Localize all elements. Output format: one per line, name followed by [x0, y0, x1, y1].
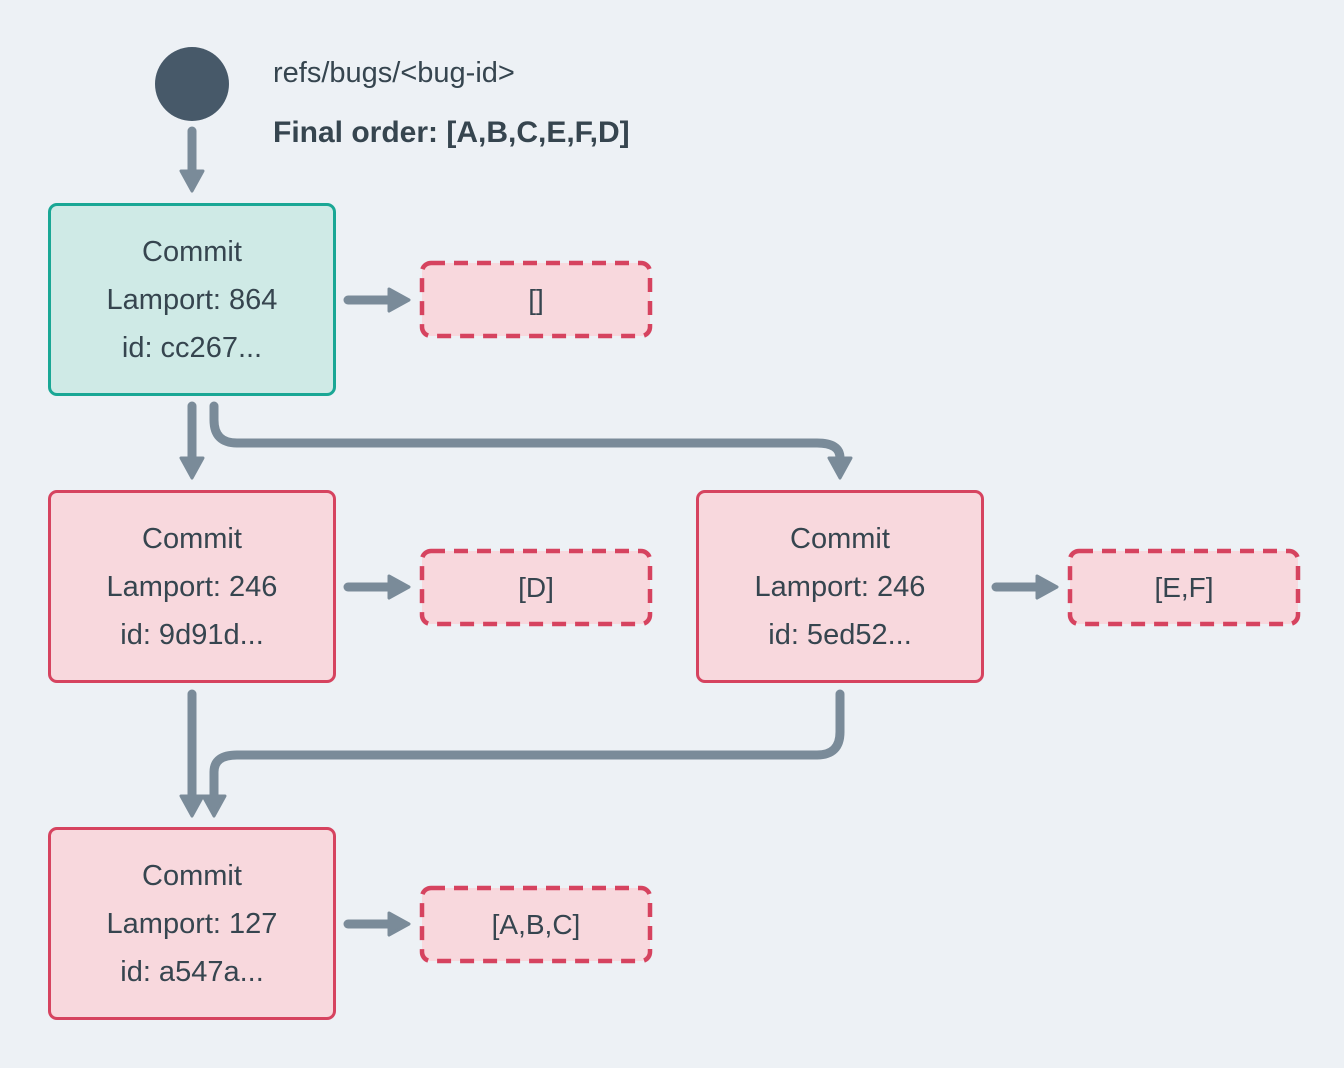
commit-node-root: Commit Lamport: 864 id: cc267... [48, 203, 336, 396]
commit-lamport: Lamport: 246 [106, 570, 278, 603]
commit-lamport: Lamport: 127 [106, 907, 278, 940]
ops-label-right: [E,F] [1154, 571, 1214, 603]
ops-label-root: [] [528, 283, 544, 315]
commit-lamport: Lamport: 246 [754, 570, 926, 603]
ops-box-right-shape [1067, 548, 1301, 627]
final-order-label: Final order: [A,B,C,E,F,D] [273, 116, 630, 149]
commit-node-left: Commit Lamport: 246 id: 9d91d... [48, 490, 336, 683]
commit-id: id: 5ed52... [768, 618, 912, 651]
commit-id: id: cc267... [121, 331, 263, 364]
commit-id: id: 9d91d... [120, 618, 264, 651]
commit-id: id: a547a... [120, 955, 264, 988]
ops-box-left-shape [419, 548, 653, 627]
edge-right-to-bottom [201, 689, 845, 818]
commit-title: Commit [142, 859, 242, 892]
commit-title: Commit [142, 235, 242, 268]
commit-node-right: Commit Lamport: 246 id: 5ed52... [696, 490, 984, 683]
ref-name-label: refs/bugs/<bug-id> [273, 57, 515, 89]
commit-lamport: Lamport: 864 [106, 283, 278, 316]
ops-box-root-shape [419, 260, 653, 339]
ops-label-left: [D] [518, 571, 554, 603]
ops-label-bottom: [A,B,C] [491, 908, 581, 940]
edge-root-to-right [209, 401, 853, 480]
ops-box-bottom-shape [419, 885, 653, 964]
ref-head-dot [155, 47, 229, 121]
commit-title: Commit [790, 522, 890, 555]
commit-title: Commit [142, 522, 242, 555]
commit-node-bottom: Commit Lamport: 127 id: a547a... [48, 827, 336, 1020]
